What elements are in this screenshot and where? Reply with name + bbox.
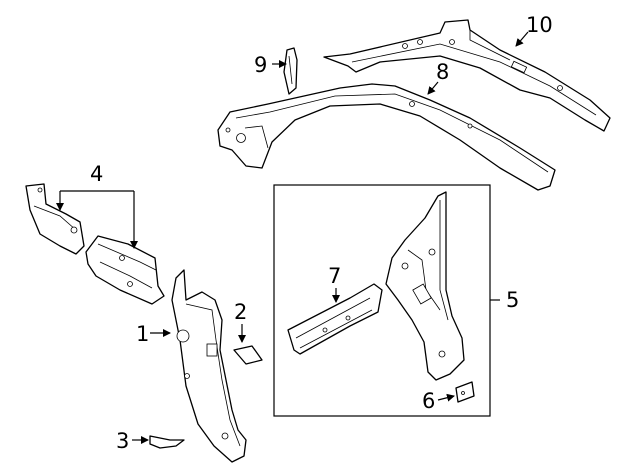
part-3-clip [149, 435, 185, 449]
part-6-plate [455, 381, 475, 403]
leader-4a [60, 190, 134, 210]
callout-6: 6 [422, 389, 435, 413]
callout-8: 8 [436, 60, 449, 84]
inset-frame [273, 184, 491, 417]
part-1-pillar-panel [171, 269, 247, 463]
leader-6 [437, 393, 455, 402]
callout-7: 7 [328, 264, 341, 288]
callout-2: 2 [234, 300, 247, 324]
callout-3: 3 [116, 429, 129, 453]
part-9-bracket [283, 47, 298, 95]
callout-4: 4 [90, 162, 103, 186]
part-8-roof-rail-inner [217, 83, 556, 191]
part-2-plate [233, 345, 263, 365]
callout-10: 10 [526, 13, 553, 37]
leader-10 [515, 31, 529, 47]
part-4-bracket-lower [85, 235, 165, 305]
callout-1: 1 [136, 322, 149, 346]
part-4-bracket-upper [25, 183, 85, 255]
part-5-center-pillar [385, 191, 465, 381]
leader-8 [427, 81, 439, 95]
callout-9: 9 [254, 53, 267, 77]
part-7-reinforcement [287, 283, 383, 355]
part-10-roof-rail [323, 19, 611, 132]
callout-5: 5 [506, 288, 519, 312]
